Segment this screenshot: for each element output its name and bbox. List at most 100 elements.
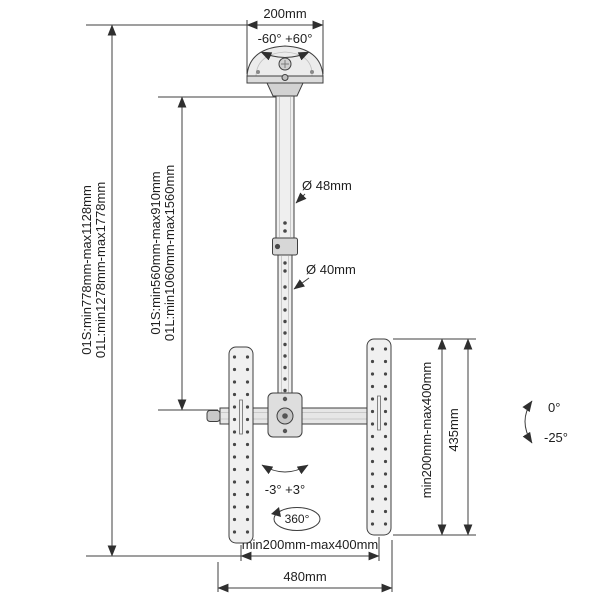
upper-diameter-label: Ø 48mm xyxy=(302,178,352,193)
callout-upper-diameter: Ø 48mm xyxy=(295,178,352,204)
mounting-hole xyxy=(370,447,375,451)
vesa-rail-right xyxy=(366,338,392,536)
lower-tube-adjust-holes xyxy=(283,285,287,393)
mount-collar xyxy=(266,82,304,97)
leader-arrow xyxy=(293,277,310,290)
pole-height-01l-label: 01L:min1060mm-max1560mm xyxy=(162,165,177,341)
mounting-hole xyxy=(383,472,388,476)
mounting-hole xyxy=(245,367,250,372)
mounting-hole xyxy=(370,397,375,401)
mounting-hole xyxy=(383,484,388,489)
mounting-hole xyxy=(245,480,250,484)
dimension-overall-height: 01S:min778mm-max1128mm 01L:min1278mm-max… xyxy=(79,24,247,557)
rail-slot xyxy=(239,399,243,435)
mounting-hole xyxy=(232,442,237,447)
mounting-hole xyxy=(370,484,375,489)
overall-height-01s-label: 01S:min778mm-max1128mm xyxy=(79,185,94,355)
mounting-hole xyxy=(283,331,287,335)
lower-diameter-label: Ø 40mm xyxy=(306,262,356,277)
mounting-hole xyxy=(283,296,287,301)
dimension-bracket-height: min200mm-max400mm 435mm xyxy=(393,338,476,536)
mounting-hole xyxy=(283,308,287,312)
crossbar-assembly xyxy=(206,392,390,438)
mounting-hole xyxy=(245,530,250,534)
rotation-label: 360° xyxy=(285,512,310,526)
mounting-hole xyxy=(370,372,375,376)
mounting-hole xyxy=(283,269,287,273)
telescopic-pole xyxy=(272,95,298,396)
swivel-indicator: -60° +60° xyxy=(258,31,313,46)
mounting-hole xyxy=(245,355,250,359)
mounting-hole xyxy=(245,492,250,497)
rotation-indicator: 360° xyxy=(271,507,321,531)
rotation-arrowhead xyxy=(271,507,281,517)
mounting-hole xyxy=(245,505,250,509)
pivot-axle xyxy=(282,413,288,419)
lower-tube-top-holes xyxy=(283,261,287,273)
overall-width-label: 480mm xyxy=(283,569,326,584)
swivel-range-label: -60° +60° xyxy=(258,31,313,46)
mounting-hole xyxy=(370,497,375,501)
clamp-bolt xyxy=(274,243,281,250)
bracket-height-label: 435mm xyxy=(446,408,461,451)
mounting-hole xyxy=(383,409,388,414)
mounting-hole xyxy=(370,359,375,364)
mounting-hole xyxy=(232,355,237,359)
rotation-oval xyxy=(273,507,321,531)
mounting-hole xyxy=(370,509,375,514)
mounting-hole xyxy=(383,509,388,514)
upper-tube-holes xyxy=(283,221,287,233)
vesa-rail-left xyxy=(228,346,254,544)
rail-slot xyxy=(377,395,381,431)
mounting-hole xyxy=(383,372,388,376)
mounting-hole xyxy=(370,422,375,426)
mounting-hole xyxy=(283,365,287,370)
mounting-hole xyxy=(383,434,388,439)
mounting-hole xyxy=(283,221,287,225)
lock-screw xyxy=(281,74,289,81)
mounting-hole xyxy=(283,319,287,324)
rail-body xyxy=(228,346,254,544)
mounting-hole xyxy=(232,430,237,434)
mounting-hole xyxy=(232,417,237,422)
mounting-hole xyxy=(383,359,388,364)
level-arc-arrow xyxy=(261,464,309,475)
mounting-hole xyxy=(232,480,237,484)
plate-width-label: 200mm xyxy=(263,6,306,21)
mounting-hole xyxy=(383,497,388,501)
mounting-hole xyxy=(383,384,388,389)
mounting-hole xyxy=(245,380,250,384)
mounting-hole xyxy=(245,517,250,522)
mounting-hole xyxy=(232,517,237,522)
mounting-hole xyxy=(370,472,375,476)
mounting-hole xyxy=(232,530,237,534)
mounting-hole xyxy=(283,229,287,233)
tilt-down-label: -25° xyxy=(544,430,568,445)
flange-bolt xyxy=(310,70,314,74)
mounting-hole xyxy=(232,505,237,509)
upper-tube xyxy=(275,95,295,239)
lower-tube xyxy=(277,254,293,396)
flange-bolt xyxy=(256,70,260,74)
locking-knob xyxy=(206,410,221,422)
mounting-hole xyxy=(232,455,237,459)
mounting-hole xyxy=(370,384,375,389)
joint-screw xyxy=(282,396,288,402)
mounting-hole xyxy=(245,455,250,459)
swivel-arc-arrow xyxy=(260,51,310,61)
mounting-hole xyxy=(232,467,237,472)
mounting-hole xyxy=(245,430,250,434)
mounting-hole xyxy=(370,459,375,464)
mounting-hole xyxy=(383,447,388,451)
mounting-hole xyxy=(283,377,287,381)
mounting-hole xyxy=(283,388,287,393)
mounting-hole xyxy=(232,492,237,497)
rail-holes xyxy=(232,355,250,534)
mounting-hole xyxy=(232,392,237,397)
mounting-hole xyxy=(383,422,388,426)
rail-holes xyxy=(370,347,388,526)
pole-height-01s-label: 01S:min560mm-max910mm xyxy=(148,171,163,334)
ceiling-mount xyxy=(246,45,324,97)
